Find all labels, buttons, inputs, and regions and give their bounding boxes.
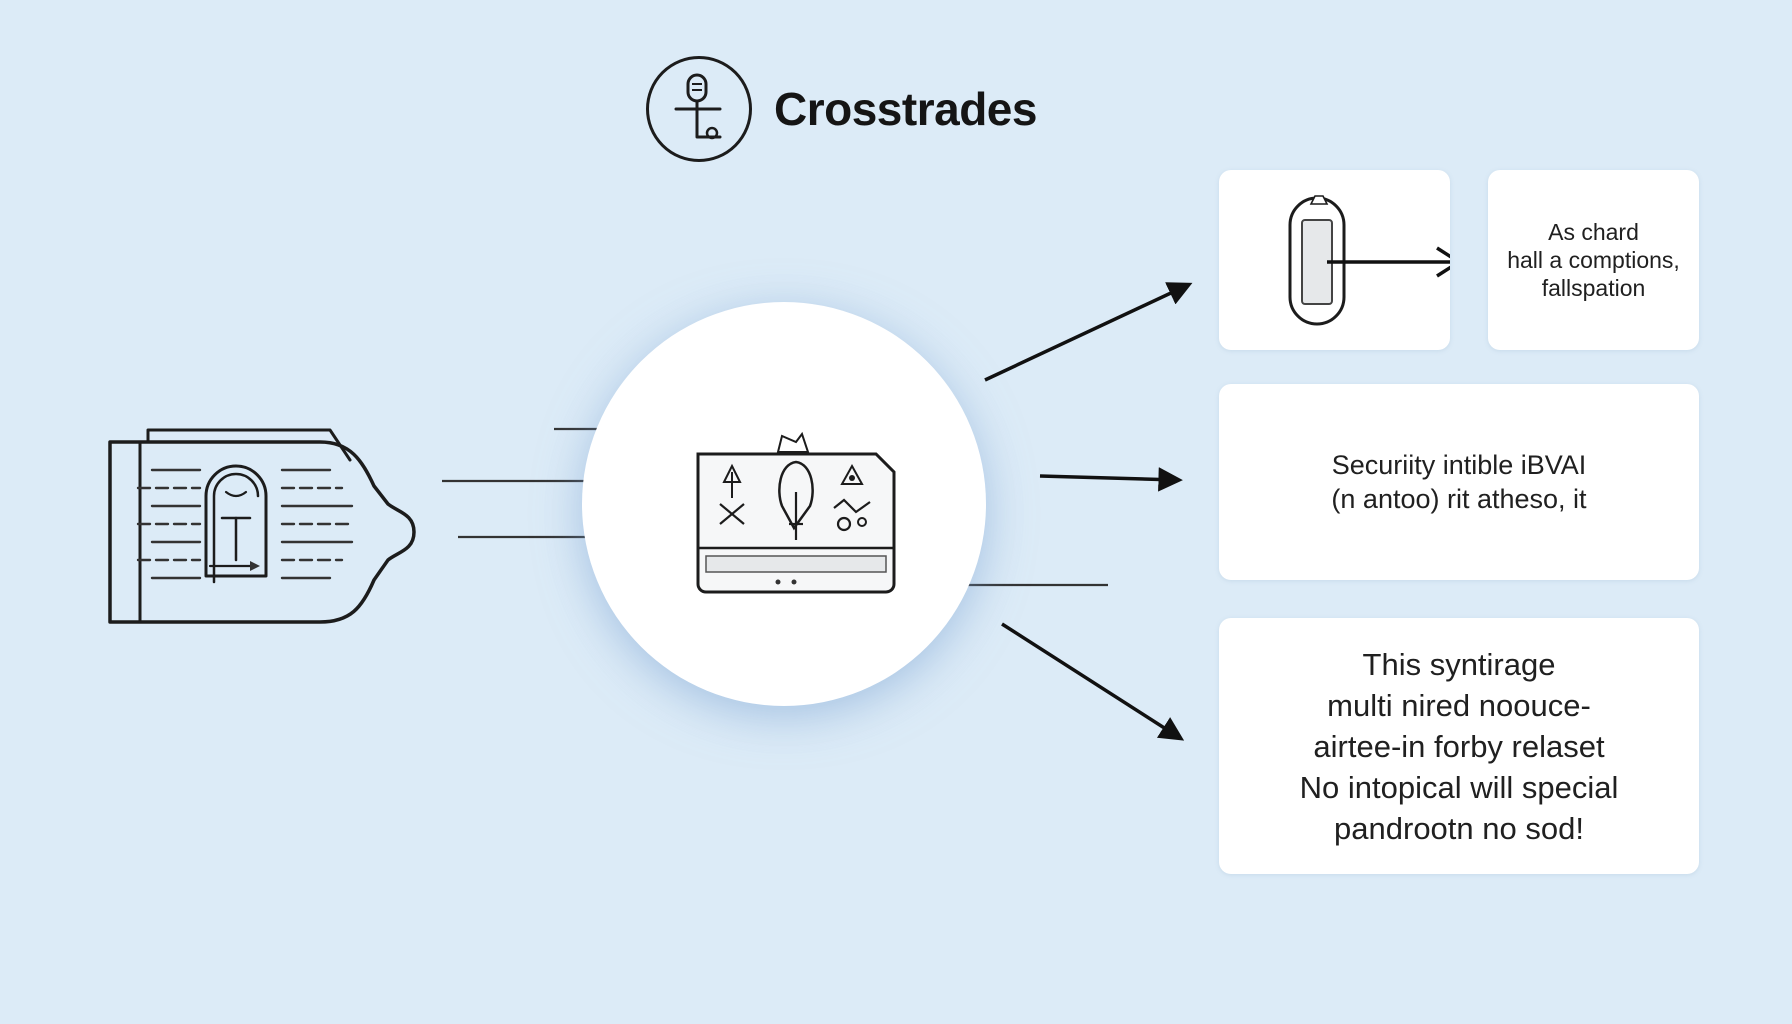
output-arrow-bottom [1001, 622, 1185, 741]
microphone-stand-icon [646, 56, 752, 162]
security-wallet-icon [696, 431, 896, 594]
device-arrow-icon [1288, 195, 1450, 326]
info-card-middle-text: Securiity intible iBVAI (n antoo) rit at… [1331, 450, 1587, 514]
info-card-top: As chard hall a comptions, fallspation [1488, 170, 1699, 350]
info-card-bottom: This syntirage multi nired noouce- airte… [1219, 618, 1699, 874]
header: Crosstrades [646, 54, 1037, 164]
output-arrow-middle [1039, 467, 1183, 492]
brand-title: Crosstrades [774, 83, 1037, 135]
info-card-middle: Securiity intible iBVAI (n antoo) rit at… [1219, 384, 1699, 580]
output-arrow-top [984, 282, 1193, 382]
document-tag-icon [108, 428, 416, 624]
info-card-top-text: As chard hall a comptions, fallspation [1507, 219, 1680, 301]
info-card-bottom-text: This syntirage multi nired noouce- airte… [1299, 646, 1619, 846]
device-card [1219, 170, 1450, 350]
hub-circle [582, 302, 986, 706]
